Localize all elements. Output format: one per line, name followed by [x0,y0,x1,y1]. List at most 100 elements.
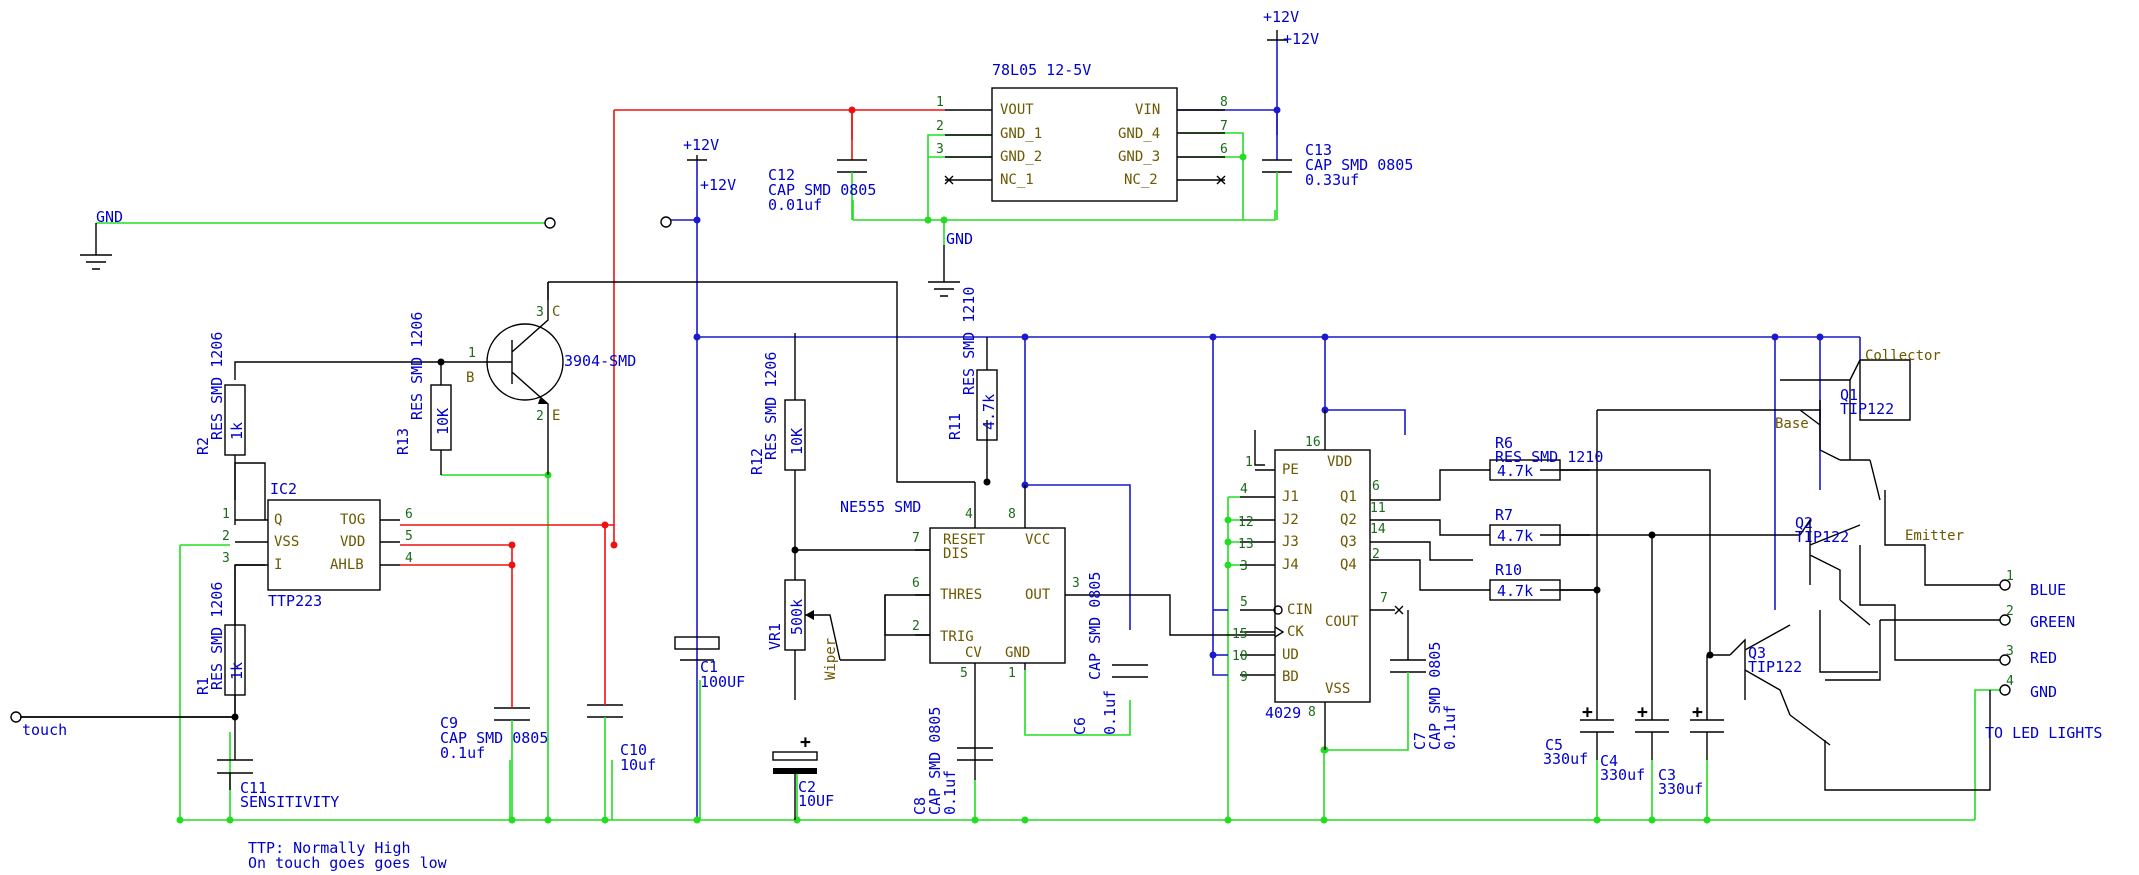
capacitor-c8: C8 CAP SMD 0805 0.1uf [911,707,993,815]
svg-text:16: 16 [1305,435,1321,450]
svg-text:C1: C1 [700,658,718,676]
svg-text:7: 7 [1220,119,1228,134]
svg-text:3: 3 [1240,559,1248,574]
capacitor-c3: + C3 330uf [1658,702,1724,798]
svg-text:2: 2 [912,619,920,634]
svg-text:R1: R1 [194,677,212,695]
svg-text:8: 8 [1220,95,1228,110]
svg-text:Q1: Q1 [1340,489,1357,505]
svg-text:1: 1 [2006,569,2014,584]
svg-text:1: 1 [222,507,230,522]
svg-text:1: 1 [936,95,944,110]
svg-text:RESET: RESET [943,532,986,548]
svg-text:Q4: Q4 [1340,557,1357,573]
vcc12-label-mid2: +12V [700,176,736,194]
svg-text:RES SMD 1206: RES SMD 1206 [208,582,226,690]
svg-text:CIN: CIN [1287,602,1312,618]
svg-text:VDD: VDD [340,534,365,550]
svg-text:0.1uf: 0.1uf [440,744,485,762]
svg-text:0.1uf: 0.1uf [1441,705,1459,750]
resistor-r11: 4.7k R11 RES SMD 1210 [946,287,998,441]
svg-text:SENSITIVITY: SENSITIVITY [240,793,339,811]
svg-text:1k: 1k [228,662,246,680]
svg-text:C2: C2 [798,778,816,796]
svg-text:RES SMD 1210: RES SMD 1210 [960,287,978,395]
svg-text:E: E [552,408,560,424]
gnd-label-regulator: GND [946,230,973,248]
resistor-r6: R6 RES SMD 1210 4.7k [1475,434,1603,481]
svg-text:Q3: Q3 [1340,534,1357,550]
svg-text:C10: C10 [620,741,647,759]
svg-text:VSS: VSS [274,534,299,550]
out-blue: BLUE [2030,581,2066,599]
capacitor-c5: + C5 330uf [1543,702,1614,768]
out-green: GREEN [2030,613,2075,631]
capacitor-c12: C12 CAP SMD 0805 0.01uf [768,110,876,220]
svg-text:4.7k: 4.7k [1497,462,1533,480]
resistor-r13: 10K R13 RES SMD 1206 [394,312,452,475]
svg-text:5: 5 [1240,595,1248,610]
svg-text:10uf: 10uf [620,756,656,774]
svg-text:Q2: Q2 [1795,514,1813,532]
svg-text:2: 2 [2006,604,2014,619]
svg-text:RES SMD 1206: RES SMD 1206 [762,352,780,460]
svg-text:C12: C12 [768,166,795,184]
svg-text:C7: C7 [1411,732,1429,750]
note-line-2: On touch goes goes low [248,854,448,872]
svg-text:J4: J4 [1282,557,1299,573]
svg-text:TTP223: TTP223 [268,592,322,610]
svg-text:J1: J1 [1282,489,1299,505]
svg-text:NE555 SMD: NE555 SMD [840,498,921,516]
notes: TTP: Normally High On touch goes goes lo… [248,839,448,872]
svg-text:C: C [552,304,560,320]
svg-text:C11: C11 [240,779,267,797]
svg-text:0.1uf: 0.1uf [1101,690,1119,735]
reg-pin-gnd3: GND_3 [1118,149,1160,165]
svg-text:2: 2 [1372,547,1380,562]
svg-text:3: 3 [536,305,544,320]
svg-text:Q1: Q1 [1840,386,1858,404]
vcc12-label-mid: +12V [683,136,719,154]
capacitor-c7: C7 CAP SMD 0805 0.1uf [1390,610,1459,750]
svg-text:R7: R7 [1495,506,1513,524]
svg-text:6: 6 [1372,479,1380,494]
svg-text:TIP122: TIP122 [1748,658,1802,676]
led-output-connector: 1 2 3 4 BLUE GREEN RED GND TO LED LIGHTS [1985,569,2102,742]
svg-text:3: 3 [1072,576,1080,591]
svg-text:10: 10 [1232,649,1248,664]
capacitor-c11: C11 SENSITIVITY [217,740,339,811]
ground-net-wires [96,132,2000,821]
svg-text:RES SMD 1210: RES SMD 1210 [1495,448,1603,466]
vcc12-label-top2: +12V [1283,30,1319,48]
touch-ic-ttp223: IC2 TTP223 Q VSS I TOG VDD AHLB 1 2 3 6 … [222,480,413,610]
vcc12-label-top: +12V [1263,8,1299,26]
svg-text:R11: R11 [946,413,964,440]
svg-text:10K: 10K [434,408,452,435]
svg-text:Q2: Q2 [1340,512,1357,528]
svg-text:C3: C3 [1658,766,1676,784]
darlington-q3: Q3 TIP122 [1729,624,1831,746]
svg-text:VSS: VSS [1325,681,1350,697]
svg-text:B: B [466,370,474,386]
svg-text:+: + [1692,702,1703,723]
out-red: RED [2030,649,2057,667]
svg-text:CAP SMD 0805: CAP SMD 0805 [1426,642,1444,750]
svg-text:TOG: TOG [340,512,365,528]
svg-text:0.33uf: 0.33uf [1305,171,1359,189]
svg-text:330uf: 330uf [1543,750,1588,768]
svg-text:CAP SMD 0805: CAP SMD 0805 [440,729,548,747]
svg-text:9: 9 [1240,670,1248,685]
svg-text:4: 4 [1240,482,1248,497]
svg-text:4: 4 [2006,674,2014,689]
svg-text:J2: J2 [1282,512,1299,528]
svg-text:BD: BD [1282,669,1299,685]
resistor-r10: R10 4.7k [1473,561,1597,601]
svg-text:RES SMD 1206: RES SMD 1206 [208,332,226,440]
reg-pin-nc1: NC_1 [1000,172,1034,188]
svg-text:330uf: 330uf [1600,766,1645,784]
svg-text:R13: R13 [394,428,412,455]
svg-text:RES SMD 1206: RES SMD 1206 [408,312,426,420]
capacitor-c9: C9 CAP SMD 0805 0.1uf [440,680,548,820]
svg-text:I: I [274,557,282,573]
